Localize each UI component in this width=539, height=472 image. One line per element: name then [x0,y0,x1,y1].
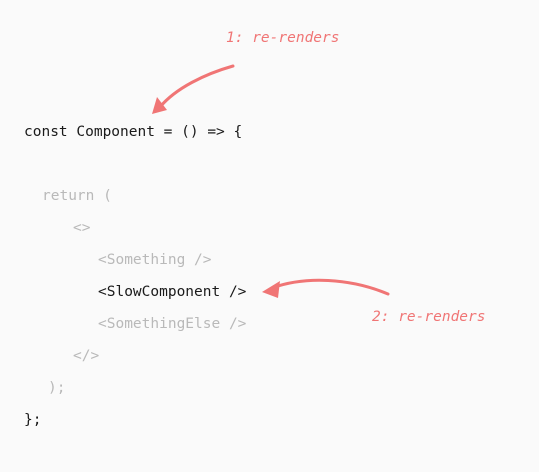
code-line-slow-component: <SlowComponent /> [98,284,247,300]
code-line-component-declaration: const Component = () => { [24,124,243,140]
code-line-something-else: <SomethingElse /> [98,316,247,332]
annotation-right-label: 2: re-renders [372,309,486,325]
annotation-top-label: 1: re-renders [226,30,340,46]
code-line-component-close: }; [24,412,42,428]
arrow-2 [270,278,390,296]
arrow-1 [158,64,235,109]
arrow-1-head [152,97,167,114]
code-line-fragment-open: <> [73,220,91,236]
code-line-fragment-close: </> [73,348,100,364]
arrow-2-head [262,281,280,298]
code-line-something: <Something /> [98,252,212,268]
code-line-return-close: ); [48,380,66,396]
code-line-return: return ( [42,188,112,204]
